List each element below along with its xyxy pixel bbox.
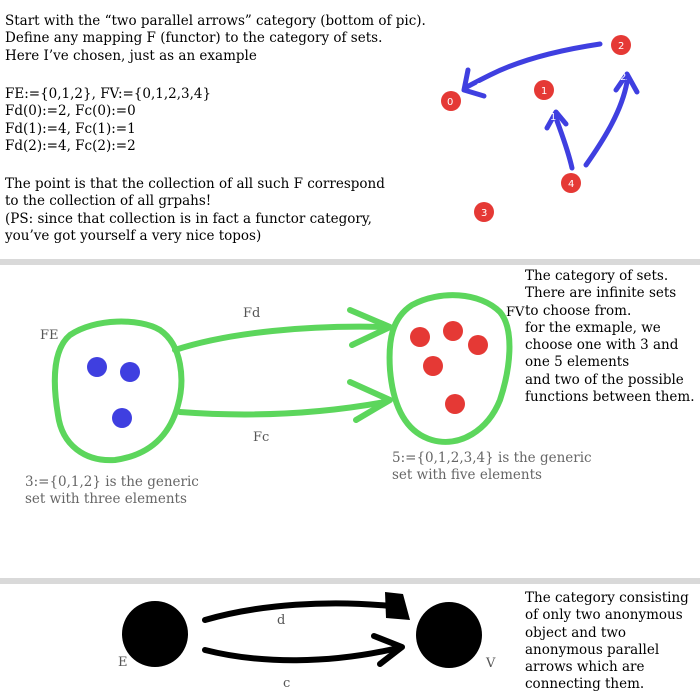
graph-edge-label-2: 2 <box>620 72 626 83</box>
set-fv-boundary <box>386 292 513 445</box>
set-fv-element-2 <box>468 335 488 355</box>
graph-node-label-0: 0 <box>447 97 453 108</box>
point-line-1: The point is that the collection of all … <box>5 176 385 192</box>
graph-edge-4-1 <box>553 115 575 171</box>
object-v <box>416 602 482 668</box>
mapping-line-3: Fd(1):=4, Fc(1):=1 <box>5 120 136 137</box>
graph-edge-2-0-head <box>461 67 487 99</box>
set-fv-element-4 <box>445 394 465 414</box>
graph-edge-4-2 <box>583 79 630 168</box>
arrow-d <box>202 600 393 623</box>
graph-node-1 <box>534 80 554 100</box>
arrow-fd <box>172 307 393 353</box>
set-fe-element-0 <box>87 357 107 377</box>
c-label: c <box>283 676 291 691</box>
fd-label: Fd <box>243 306 261 321</box>
point-text: The point is that the collection of all … <box>5 176 435 245</box>
mapping-line-2: Fd(0):=2, Fc(0):=0 <box>5 103 136 120</box>
point-line-4: you’ve got yourself a very nice topos) <box>5 227 262 244</box>
e-label: E <box>118 655 128 670</box>
fe-label: FE <box>40 328 59 343</box>
graph-node-0 <box>441 91 461 111</box>
arrow-fc <box>177 379 393 423</box>
point-line-2: to the collection of all grpahs! <box>5 193 212 210</box>
graph-node-4 <box>561 173 581 193</box>
set-fv-element-3 <box>423 356 443 376</box>
arrow-c <box>202 633 405 667</box>
graph-node-label-1: 1 <box>541 86 547 97</box>
graph-node-2 <box>611 35 631 55</box>
intro-line-1: Start with the “two parallel arrows” cat… <box>5 13 426 29</box>
section-divider-top <box>0 259 700 265</box>
graph-nodes <box>441 35 631 222</box>
three-set-description: 3:={0,1,2} is the generic set with three… <box>25 474 199 507</box>
graph-node-label-3: 3 <box>481 208 487 219</box>
graph-edge-4-1-head <box>544 109 569 131</box>
point-line-3: (PS: since that collection is in fact a … <box>5 210 372 227</box>
graph-node-label-4: 4 <box>568 179 574 190</box>
intro-line-2: Define any mapping F (functor) to the ca… <box>5 30 383 47</box>
category-description: The category consisting of only two anon… <box>525 590 689 693</box>
set-fe-boundary <box>51 318 185 464</box>
graph-node-3 <box>474 202 494 222</box>
graph-node-label-2: 2 <box>618 41 624 52</box>
v-label: V <box>486 656 496 671</box>
set-fv-element-0 <box>410 327 430 347</box>
intro-text: Start with the “two parallel arrows” cat… <box>5 13 435 65</box>
five-set-description: 5:={0,1,2,3,4} is the generic set with f… <box>392 450 592 483</box>
set-fe-element-1 <box>120 362 140 382</box>
object-e <box>122 601 188 667</box>
fv-label: FV <box>506 305 525 320</box>
graph-edge-2-0 <box>462 41 603 91</box>
graph-edge-label-1: 1 <box>550 112 556 123</box>
set-fv <box>386 292 513 445</box>
graph-edges <box>461 41 640 171</box>
sets-description: The category of sets. There are infinite… <box>525 268 695 406</box>
mapping-line-1: FE:={0,1,2}, FV:={0,1,2,3,4} <box>5 86 212 102</box>
functor-mapping: FE:={0,1,2}, FV:={0,1,2,3,4} Fd(0):=2, F… <box>5 86 265 155</box>
intro-line-3: Here I’ve chosen, just as an example <box>5 47 257 64</box>
d-label: d <box>277 613 286 628</box>
arrow-d-head <box>385 592 410 620</box>
graph-edge-label-0: 0 <box>476 82 482 93</box>
set-fv-element-1 <box>443 321 463 341</box>
fc-label: Fc <box>253 430 270 445</box>
set-fe-element-2 <box>112 408 132 428</box>
set-fe <box>51 318 185 464</box>
graph-edge-4-2-head <box>613 71 640 95</box>
mapping-line-4: Fd(2):=4, Fc(2):=2 <box>5 137 136 154</box>
section-divider-bottom <box>0 578 700 584</box>
